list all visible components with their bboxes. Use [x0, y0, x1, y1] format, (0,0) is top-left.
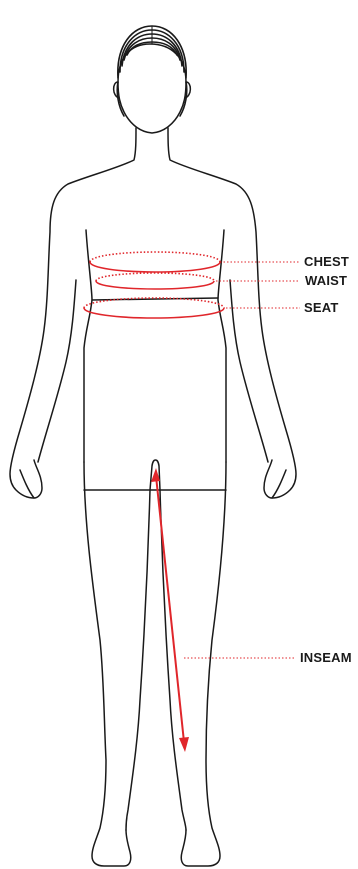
- seat-label: SEAT: [304, 301, 339, 315]
- seat-ellipse-front: [84, 308, 224, 318]
- head-outline: [118, 44, 186, 133]
- left-leg-outer: [84, 462, 131, 866]
- chest-ellipse-back: [90, 252, 220, 262]
- chest-label: CHEST: [304, 255, 349, 269]
- right-torso-side: [218, 230, 226, 462]
- left-torso-side: [84, 230, 92, 462]
- inseam-label: INSEAM: [300, 651, 352, 665]
- right-leg-outer: [181, 462, 226, 866]
- inseam-arrow-head-bottom: [179, 737, 189, 752]
- waist-ellipse-front: [96, 281, 214, 289]
- right-inner-arm: [230, 280, 268, 462]
- waist-label: WAIST: [305, 274, 347, 288]
- hair: [117, 26, 187, 116]
- waist-ellipse-back: [96, 273, 214, 281]
- right-hand: [264, 460, 286, 498]
- left-inner-arm: [38, 280, 76, 462]
- body-outline: [10, 44, 296, 866]
- chest-ellipse-front: [90, 262, 220, 272]
- measurements: [84, 252, 300, 752]
- right-leg-inner: [160, 490, 186, 830]
- left-leg-inner: [126, 490, 150, 830]
- left-hand: [20, 460, 42, 498]
